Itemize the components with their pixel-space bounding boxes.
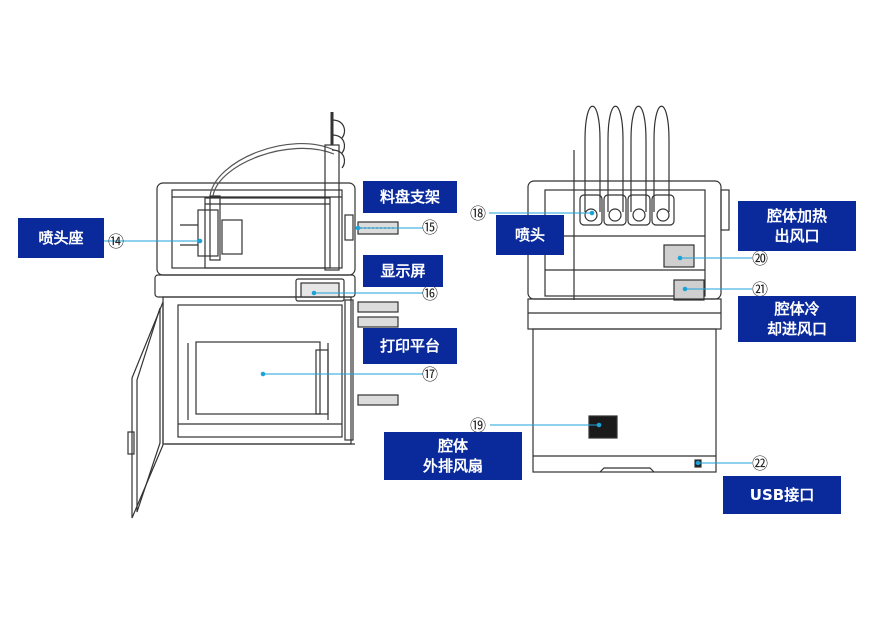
label-print-platform-text: 打印平台: [379, 337, 440, 355]
callout-20: ⑳: [752, 249, 768, 268]
front-view-printer: [127, 112, 399, 519]
label-heat-outlet-line1: 腔体加热: [766, 207, 827, 225]
label-spool-holder-text: 料盘支架: [379, 188, 440, 206]
callout-16: ⑯: [422, 284, 438, 303]
label-exhaust-fan-line2: 外排风扇: [422, 457, 483, 475]
callout-18: ⑱: [470, 204, 486, 223]
label-cool-inlet: 腔体冷 却进风口: [738, 296, 856, 342]
callout-19: ⑲: [470, 416, 486, 435]
label-cool-inlet-line2: 却进风口: [766, 320, 827, 338]
label-display: 显示屏: [363, 255, 443, 287]
label-display-text: 显示屏: [380, 262, 426, 280]
label-usb-text: USB接口: [749, 486, 815, 504]
callout-21: ㉑: [752, 280, 768, 299]
leader-lines: [104, 210, 752, 466]
label-heat-outlet: 腔体加热 出风口: [738, 201, 856, 251]
side-view-printer: [527, 105, 730, 473]
label-heat-outlet-line2: 出风口: [774, 227, 820, 245]
label-exhaust-fan: 腔体 外排风扇: [384, 432, 522, 480]
callout-17: ⑰: [422, 365, 438, 384]
callout-22: ㉒: [752, 454, 768, 473]
label-nozzle-seat-text: 喷头座: [38, 229, 84, 247]
label-nozzle-seat: 喷头座: [18, 218, 104, 258]
label-exhaust-fan-line1: 腔体: [437, 437, 468, 455]
label-nozzle-text: 喷头: [514, 226, 545, 244]
callout-15: ⑮: [422, 218, 438, 237]
callout-14: ⑭: [108, 232, 124, 251]
label-usb: USB接口: [723, 476, 841, 514]
label-spool-holder: 料盘支架: [363, 181, 457, 213]
label-print-platform: 打印平台: [363, 328, 457, 364]
label-cool-inlet-line1: 腔体冷: [774, 300, 820, 318]
label-nozzle: 喷头: [496, 215, 564, 255]
